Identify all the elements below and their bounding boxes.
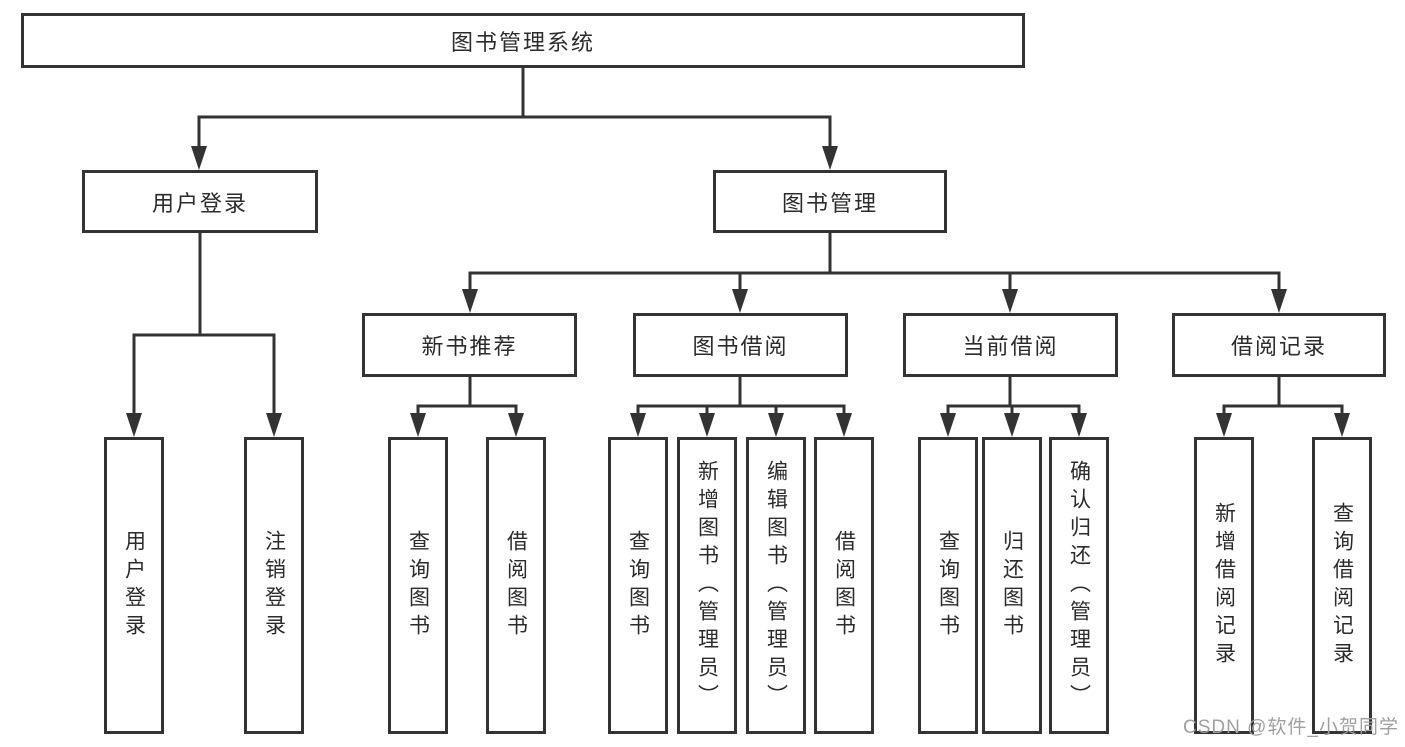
node-book-borrowing: 图书借阅 (633, 313, 848, 377)
node-leaf-borrow-books-borrowing: 借阅图书 (814, 437, 874, 734)
node-label: 新增图书（管理员） (695, 459, 719, 712)
node-label: 图书管理 (781, 190, 878, 216)
node-label: 编辑图书（管理员） (764, 459, 788, 712)
node-label: 借阅图书 (832, 529, 856, 642)
node-label: 查询图书 (406, 529, 430, 642)
node-leaf-return-books: 归还图书 (982, 437, 1042, 734)
node-leaf-add-books-admin: 新增图书（管理员） (677, 437, 737, 734)
node-label: 归还图书 (1000, 529, 1024, 642)
node-label: 查询图书 (626, 529, 650, 642)
csdn-watermark: CSDN @软件_小贺同学 (1183, 717, 1399, 738)
node-label: 图书管理系统 (450, 29, 595, 55)
node-leaf-query-books-borrowing: 查询图书 (608, 437, 668, 734)
node-leaf-query-books-current: 查询图书 (918, 437, 978, 734)
node-book-management: 图书管理 (713, 170, 947, 233)
node-label: 借阅图书 (504, 529, 528, 642)
node-borrowing-records: 借阅记录 (1172, 313, 1386, 377)
node-leaf-logout-action: 注销登录 (244, 437, 304, 734)
node-label: 注销登录 (262, 529, 286, 642)
node-library-management-system: 图书管理系统 (21, 13, 1025, 68)
node-label: 查询借阅记录 (1330, 501, 1354, 670)
node-new-book-recommend: 新书推荐 (362, 313, 577, 377)
node-label: 用户登录 (151, 190, 248, 216)
node-label: 查询图书 (936, 529, 960, 642)
node-user-login: 用户登录 (82, 170, 318, 233)
node-leaf-borrow-books-recommend: 借阅图书 (486, 437, 546, 734)
node-label: 图书借阅 (692, 334, 789, 359)
node-label: 新增借阅记录 (1212, 501, 1236, 670)
node-label: 用户登录 (122, 529, 146, 642)
node-label: 当前借阅 (962, 334, 1059, 359)
node-label: 借阅记录 (1230, 334, 1327, 359)
node-leaf-query-books-recommend: 查询图书 (388, 437, 448, 734)
node-leaf-edit-books-admin: 编辑图书（管理员） (746, 437, 806, 734)
node-leaf-query-borrow-record: 查询借阅记录 (1312, 437, 1372, 734)
node-label: 新书推荐 (421, 334, 518, 359)
node-leaf-confirm-return-admin: 确认归还（管理员） (1049, 437, 1109, 734)
node-leaf-user-login-action: 用户登录 (104, 437, 164, 734)
node-current-borrowing: 当前借阅 (903, 313, 1118, 377)
node-leaf-add-borrow-record: 新增借阅记录 (1194, 437, 1254, 734)
node-label: 确认归还（管理员） (1067, 459, 1091, 712)
